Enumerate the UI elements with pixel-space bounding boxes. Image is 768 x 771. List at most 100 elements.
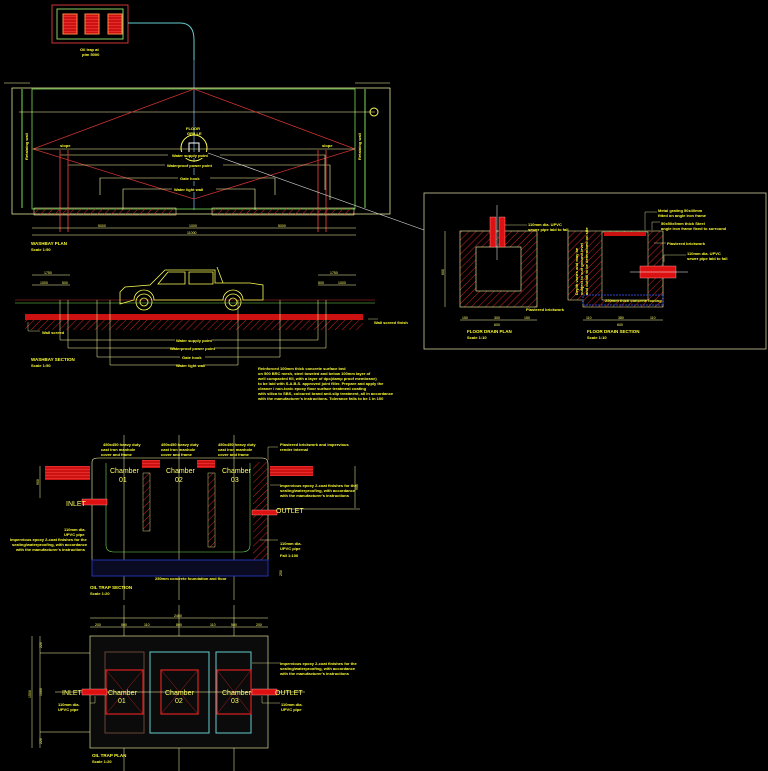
note-line: with the manufacturer's instructions. To… bbox=[257, 396, 384, 401]
chamber-number: 01 bbox=[118, 698, 126, 705]
drain-channel bbox=[211, 207, 355, 216]
dimension: 5000 bbox=[98, 224, 106, 228]
specification-note: Reinforced 100mm thick concrete surface … bbox=[257, 366, 394, 401]
dimension: 380 bbox=[618, 316, 624, 320]
chamber-number: 01 bbox=[119, 477, 127, 484]
plastered-label: Plastered brickwork bbox=[667, 241, 706, 246]
dimension: 900 bbox=[355, 484, 359, 490]
side-label: Retaining wall bbox=[24, 133, 29, 160]
pickup-truck bbox=[119, 266, 264, 311]
key-label: ptm 5000 bbox=[82, 52, 100, 57]
chamber-number: 03 bbox=[231, 698, 239, 705]
outlet-label: OUTLET bbox=[276, 508, 304, 515]
pipe-label: 110mm dia. bbox=[281, 702, 303, 707]
detail-leader bbox=[207, 152, 425, 231]
pipe-label: UPVC pipe bbox=[58, 707, 79, 712]
outlet-pipe bbox=[251, 509, 278, 516]
note-line: Reinforced 100mm thick concrete surface … bbox=[258, 366, 346, 371]
note-line: on 500 BRC mesh, steel toweled and below… bbox=[258, 371, 371, 376]
dimension: 1750 bbox=[44, 271, 52, 275]
floor-grille-label: GRILLE bbox=[187, 131, 202, 136]
chamber-mark-1 bbox=[62, 13, 78, 35]
note-line: with the manufacturer's instructions bbox=[279, 671, 350, 676]
drawing-scale: Scale 1:10 bbox=[587, 335, 607, 340]
note-line: sealing/waterproofing, with accordance bbox=[280, 666, 356, 671]
angle-label: 50x50x5mm thick Steel bbox=[661, 221, 705, 226]
cover-note: cover and frame bbox=[161, 452, 193, 457]
key-label: Oil trap at bbox=[80, 47, 99, 52]
chamber-label: Chamber bbox=[108, 690, 137, 697]
dimension: 1000 bbox=[189, 224, 197, 228]
dimension: 150 bbox=[524, 316, 530, 320]
dimension: 220 bbox=[39, 642, 43, 648]
washbay-section: 1750 1000 500 1750 500 1000 Wall screed … bbox=[15, 266, 408, 401]
connector-line bbox=[128, 22, 195, 84]
note-line: Impervious epoxy 2-coat finishes for the bbox=[10, 537, 87, 542]
callout-power-point: Waterproof power point bbox=[167, 163, 213, 168]
drawing-scale: Scale 1:20 bbox=[92, 759, 112, 764]
note-line: well compacted fill, with a layer of dpc… bbox=[257, 376, 377, 381]
chamber-number: 02 bbox=[175, 477, 183, 484]
pipe-label: sewer pipe laid to fall bbox=[687, 256, 727, 261]
cover-notes: 450x450 heavy duty cast iron manhole cov… bbox=[101, 442, 256, 457]
note-line: sealing/waterproofing, with accordance bbox=[12, 542, 88, 547]
drawing-title: FLOOR DRAIN PLAN bbox=[467, 329, 512, 334]
cover-note: 450x450 heavy duty bbox=[103, 442, 141, 447]
dimension: 500 bbox=[318, 281, 324, 285]
note-line: to be laid with S.A.B.S. approved joint … bbox=[258, 381, 384, 386]
chamber-mark-2 bbox=[84, 13, 100, 35]
depth-note: Depth varies and may be bbox=[574, 247, 579, 295]
dimension: 800 bbox=[176, 623, 182, 627]
dimension: 110 bbox=[144, 623, 150, 627]
note-line: with the manufacturer's instructions bbox=[279, 493, 350, 498]
depth-note: subject to suit ground level bbox=[579, 243, 584, 295]
drain-channel bbox=[33, 207, 177, 216]
cover-note: cast iron manhole bbox=[161, 447, 196, 452]
dimension: 600 bbox=[617, 323, 623, 327]
chamber-label: Chamber bbox=[222, 468, 251, 475]
floor-grille-circle bbox=[180, 134, 208, 162]
dimension: 500 bbox=[121, 623, 127, 627]
chamber-label: Chamber bbox=[110, 468, 139, 475]
outlet-label: OUTLET bbox=[275, 690, 303, 697]
pipe-label: 110mm dia. bbox=[280, 541, 302, 546]
floor-grille-label: FLOOR bbox=[186, 126, 200, 131]
dimension: 250 bbox=[279, 570, 283, 576]
slope-label: slope bbox=[322, 143, 333, 148]
callout-light: Water light wall bbox=[176, 363, 205, 368]
callout-water-supply: Water supply point bbox=[176, 338, 213, 343]
note-line: Plastered brickwork and impervious bbox=[280, 442, 349, 447]
oil-trap-key-plan: Oil trap at ptm 5000 bbox=[51, 4, 195, 84]
inlet-pipe bbox=[81, 688, 108, 696]
dimension: 500 bbox=[231, 623, 237, 627]
pipe-label: UPVC pipe bbox=[280, 546, 301, 551]
callout-gate-hook: Gate hook bbox=[182, 355, 202, 360]
chamber-label: Chamber bbox=[165, 690, 194, 697]
note-line: render internal bbox=[280, 447, 308, 452]
grating-label: fitted on angle iron frame bbox=[658, 213, 707, 218]
dimension: 11000 bbox=[187, 231, 197, 235]
pipe-label: 110mm dia. bbox=[58, 702, 80, 707]
chamber-mark-3 bbox=[107, 13, 123, 35]
dimension: 1000 bbox=[338, 281, 346, 285]
washbay-plan: FLOOR GRILLE slope slope Retaining wall … bbox=[4, 60, 391, 252]
cover-note: 450x450 heavy duty bbox=[161, 442, 199, 447]
finish-label: Wall screed bbox=[42, 330, 65, 335]
dimension: 1000 bbox=[40, 281, 48, 285]
inlet-label: INLET bbox=[62, 690, 83, 697]
drawing-scale: Scale 1:20 bbox=[90, 591, 110, 596]
dimension: 150 bbox=[462, 316, 468, 320]
pipe-label: 110mm dia. UPVC bbox=[687, 251, 721, 256]
note-line: Impervious epoxy 2-coat finishes for the bbox=[280, 483, 357, 488]
drawing-scale: Scale 1:10 bbox=[467, 335, 487, 340]
dimension: 1500 bbox=[28, 690, 32, 698]
drawing-scale: Scale 1:50 bbox=[31, 363, 51, 368]
pipe-label: UPVC pipe bbox=[64, 532, 85, 537]
drawing-scale: Scale 1:50 bbox=[31, 247, 51, 252]
drawing-title: OIL TRAP PLAN bbox=[92, 753, 126, 758]
cover-note: cover and frame bbox=[218, 452, 250, 457]
dimension: 200 bbox=[95, 623, 101, 627]
drawing-title: OIL TRAP SECTION bbox=[90, 585, 132, 590]
note-line: with silica to SBS, coloured brand anti-… bbox=[257, 391, 394, 396]
